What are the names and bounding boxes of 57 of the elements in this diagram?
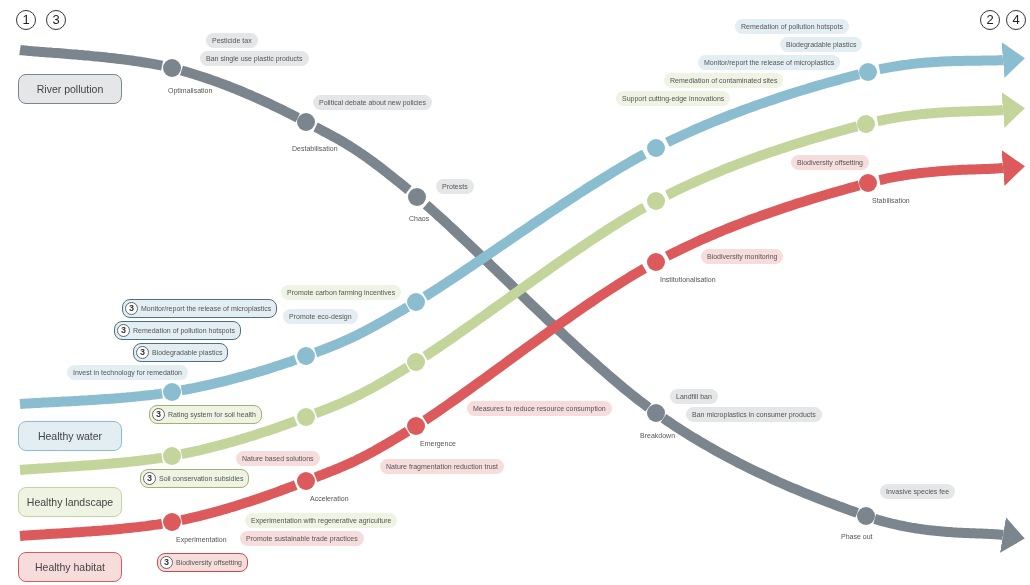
curve-segment: [422, 149, 647, 301]
milestone-dot: [407, 293, 425, 311]
curve-segment: [312, 362, 411, 418]
milestone-dot: [297, 113, 315, 131]
measure-tag: [114, 320, 241, 340]
milestone-dot: [859, 174, 877, 192]
number-badge: 3: [143, 471, 156, 485]
curve-segment: [16, 45, 165, 71]
curve-segment: [178, 480, 299, 525]
milestone-dot: [647, 253, 665, 271]
curve-segment: [312, 302, 411, 358]
milestone-dot: [297, 408, 315, 426]
milestone-dot: [163, 447, 181, 465]
arrow: [875, 92, 1025, 128]
milestone-dot: [297, 472, 315, 490]
arrow: [877, 150, 1025, 186]
category-box: Healthy landscape: [18, 487, 122, 517]
measure-tag: [149, 404, 262, 424]
number-badge: 3: [117, 323, 130, 337]
milestone-dot: [163, 383, 181, 401]
curve-segment: [664, 180, 862, 261]
category-box: River pollution: [18, 74, 122, 104]
curve-segment: [422, 200, 652, 412]
curve-segment: [178, 355, 299, 396]
milestone-dot: [857, 507, 875, 525]
number-badge: 3: [136, 345, 149, 359]
milestone-dot: [859, 63, 877, 81]
milestone-dot: [407, 353, 425, 371]
curve-segment: [178, 65, 301, 123]
milestone-dot: [297, 347, 315, 365]
milestone-dot: [408, 188, 426, 206]
measure-tag: [157, 552, 248, 572]
curve-segment: [665, 69, 862, 147]
curve-segment: [665, 121, 860, 200]
category-box: Healthy habitat: [18, 552, 122, 582]
curve-segment: [312, 122, 412, 194]
category-box: Healthy water: [18, 421, 122, 451]
measure-tag: [122, 298, 278, 318]
milestone-dot: [857, 115, 875, 133]
milestone-dot: [163, 59, 181, 77]
number-badge: 3: [152, 407, 165, 421]
milestone-dot: [647, 192, 665, 210]
number-badge: 3: [160, 555, 173, 569]
milestone-dot: [407, 417, 425, 435]
milestone-dot: [647, 139, 665, 157]
milestone-dot: [647, 404, 665, 422]
measure-tag: [133, 342, 229, 362]
arrow: [872, 514, 1025, 553]
measure-tag: [140, 468, 250, 488]
curve-segment: [422, 264, 647, 425]
curve-segment: [660, 414, 860, 518]
curve-segment: [312, 426, 411, 482]
arrow: [877, 42, 1025, 78]
number-badge: 3: [125, 301, 138, 315]
curve-segment: [178, 416, 299, 460]
curve-segment: [422, 202, 647, 361]
milestone-dot: [163, 513, 181, 531]
